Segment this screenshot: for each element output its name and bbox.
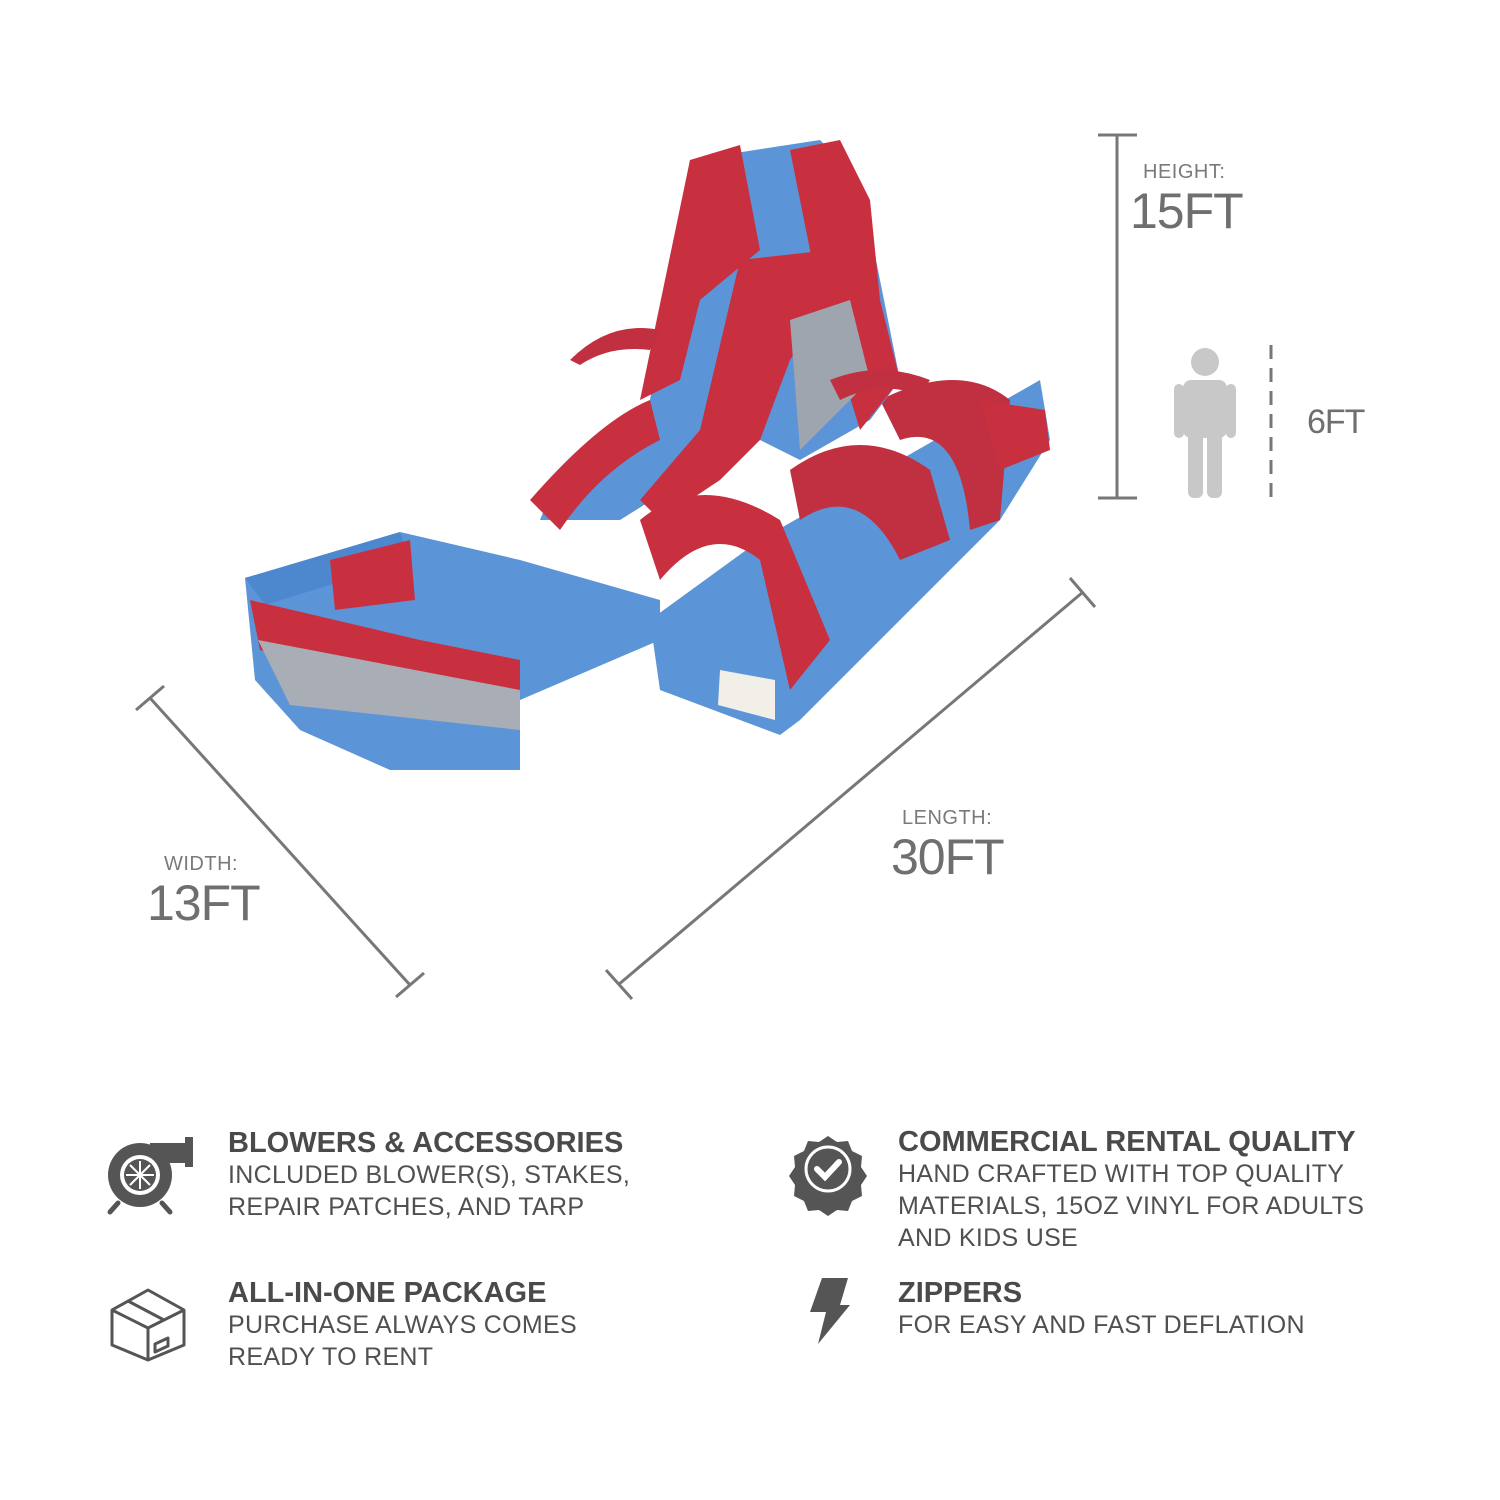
length-label: LENGTH: (902, 807, 993, 829)
feature-line: PURCHASE ALWAYS COMES (228, 1311, 577, 1339)
feature-quality: COMMERCIAL RENTAL QUALITY HAND CRAFTED W… (898, 1126, 1364, 1254)
feature-line: AND KIDS USE (898, 1224, 1079, 1252)
blower-icon (107, 1137, 193, 1215)
feature-package: ALL-IN-ONE PACKAGE PURCHASE ALWAYS COMES… (228, 1277, 577, 1373)
feature-title: ALL-IN-ONE PACKAGE (228, 1277, 547, 1309)
width-value: 13FT (147, 875, 261, 931)
feature-line: HAND CRAFTED WITH TOP QUALITY (898, 1160, 1345, 1188)
person-icon (1174, 348, 1236, 498)
feature-title: BLOWERS & ACCESSORIES (228, 1127, 624, 1159)
height-label: HEIGHT: (1143, 161, 1226, 183)
feature-title: ZIPPERS (898, 1277, 1023, 1309)
feature-blowers: BLOWERS & ACCESSORIES INCLUDED BLOWER(S)… (228, 1127, 630, 1223)
feature-zippers: ZIPPERS FOR EASY AND FAST DEFLATION (898, 1277, 1305, 1341)
lightning-icon (810, 1278, 850, 1344)
quality-badge-icon (789, 1136, 867, 1216)
feature-line: REPAIR PATCHES, AND TARP (228, 1193, 585, 1221)
person-height-value: 6FT (1307, 403, 1365, 441)
feature-line: MATERIALS, 15OZ VINYL FOR ADULTS (898, 1192, 1365, 1220)
feature-line: FOR EASY AND FAST DEFLATION (898, 1311, 1305, 1339)
width-label: WIDTH: (164, 853, 239, 875)
feature-line: READY TO RENT (228, 1343, 434, 1371)
height-value: 15FT (1130, 183, 1244, 239)
feature-line: INCLUDED BLOWER(S), STAKES, (228, 1161, 631, 1189)
front-arch (640, 495, 830, 690)
width-line (148, 696, 412, 987)
feature-title: COMMERCIAL RENTAL QUALITY (898, 1126, 1356, 1158)
length-value: 30FT (891, 829, 1005, 885)
box-icon (110, 1288, 186, 1362)
obstacle-lane (650, 380, 1050, 735)
length-line (617, 590, 1084, 987)
